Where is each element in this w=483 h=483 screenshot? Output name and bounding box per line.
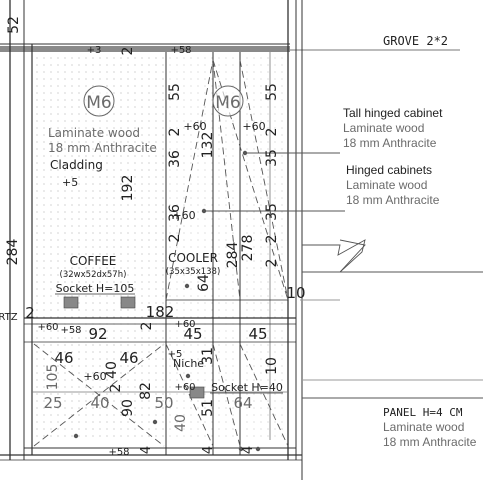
left-finish-label: 18 mm Anthracite xyxy=(48,141,157,155)
dim-d4c: 4 xyxy=(241,446,256,454)
dim-d2d: 2 xyxy=(167,234,183,243)
dim-d50: 50 xyxy=(154,394,173,412)
dim-d35a: 35 xyxy=(264,149,280,167)
socket-icon-left xyxy=(63,296,205,399)
dim-d55a: 55 xyxy=(167,83,183,101)
note-title: PANEL H=4 CM xyxy=(383,406,463,419)
dim-d36b: 36 xyxy=(167,204,183,222)
dim-p60d: +60 xyxy=(174,319,195,330)
dim-d82: 82 xyxy=(138,382,154,400)
dim-d182: 182 xyxy=(146,303,175,321)
dim-p60a: +60 xyxy=(183,120,206,133)
dim-p5: +5 xyxy=(168,349,183,360)
dim-d25: 25 xyxy=(43,394,62,412)
tag-m6-right: M6 xyxy=(212,85,244,117)
dim-d90: 90 xyxy=(120,399,136,417)
dim-d2a: 2 xyxy=(120,47,136,56)
dim-d2b: 2 xyxy=(167,128,183,137)
dim-d4a: 4 xyxy=(139,446,154,454)
door-swing-lines xyxy=(33,59,289,447)
note-tall-hinged-cabinet: Tall hinged cabinet Laminate wood 18 mm … xyxy=(343,106,442,151)
dim-d52: 52 xyxy=(6,16,22,34)
leader-lines xyxy=(204,152,483,399)
cladding-offset-label: +5 xyxy=(62,176,78,189)
dim-p60e: +60 xyxy=(37,322,58,333)
code-label-right: M6 xyxy=(215,93,240,113)
dim-d2i: 2 xyxy=(108,384,124,393)
cooler-size-label: (35x35x138) xyxy=(166,267,221,277)
dim-rtz: RTZ xyxy=(0,312,18,323)
dim-d284: 284 xyxy=(5,239,21,266)
note-title: Tall hinged cabinet xyxy=(343,106,443,120)
dim-d284b: 284 xyxy=(225,242,241,269)
dim-d10a: 10 xyxy=(286,284,305,302)
coffee-label: COFFEE xyxy=(70,254,117,268)
dim-d278: 278 xyxy=(240,235,256,262)
cooler-label: COOLER xyxy=(168,251,218,265)
note-hinged-cabinets: Hinged cabinets Laminate wood 18 mm Anth… xyxy=(346,163,439,208)
dim-d31: 31 xyxy=(200,347,216,365)
code-label-left: M6 xyxy=(86,93,111,113)
dim-d132: 132 xyxy=(200,132,216,159)
left-material-label: Laminate wood xyxy=(48,126,140,140)
dim-d55b: 55 xyxy=(264,83,280,101)
break-line-right xyxy=(302,239,366,273)
top-panel xyxy=(0,46,290,52)
dim-p58b: +58 xyxy=(60,325,81,336)
note-panel: PANEL H=4 CM Laminate wood 18 mm Anthrac… xyxy=(383,405,476,450)
note-material: Laminate wood xyxy=(383,420,465,434)
note-finish: 18 mm Anthracite xyxy=(346,193,440,207)
dim-p60f: +60 xyxy=(83,370,106,383)
dim-d4b: 4 xyxy=(201,446,216,454)
socket-label-center: Socket H=40 xyxy=(211,381,283,394)
dim-p3: +3 xyxy=(87,45,102,56)
dim-d46a: 46 xyxy=(54,349,73,367)
coffee-size-label: (32wx52dx57h) xyxy=(60,270,127,280)
dim-d35b: 35 xyxy=(264,203,280,221)
dimension-labels-vertical: 52 284 2 55 55 192 132 2 36 2 35 36 2 35… xyxy=(5,16,280,454)
dim-d2e: 2 xyxy=(264,235,280,244)
dim-d2f: 2 xyxy=(264,259,280,268)
cladding-label: Cladding xyxy=(50,158,103,172)
dim-d51: 51 xyxy=(200,399,216,417)
dim-d192: 192 xyxy=(120,175,136,202)
dimension-labels-horizontal: +3 +58 +60 +60 +60 10 RTZ 2 182 +60 +60 … xyxy=(0,45,306,458)
marker-dots xyxy=(73,150,261,452)
dim-d2c: 2 xyxy=(264,128,280,137)
dim-d40b: 40 xyxy=(90,394,109,412)
dim-d2h: 2 xyxy=(139,322,155,331)
dim-d10b: 10 xyxy=(264,357,280,375)
note-material: Laminate wood xyxy=(346,178,428,192)
dim-d64b: 64 xyxy=(233,394,252,412)
note-title: Hinged cabinets xyxy=(346,163,433,177)
dim-d64a: 64 xyxy=(196,274,212,292)
left-cabinet-fill xyxy=(32,52,166,442)
dim-d92: 92 xyxy=(88,325,107,343)
tag-m6-left: M6 xyxy=(83,85,115,117)
dim-d40a: 40 xyxy=(104,361,120,379)
dim-d45b: 45 xyxy=(248,325,267,343)
grove-label: GROVE 2*2 xyxy=(383,34,449,48)
dim-d46b: 46 xyxy=(119,349,138,367)
dim-d40c: 40 xyxy=(173,414,189,432)
dim-p60g: +60 xyxy=(174,382,195,393)
note-finish: 18 mm Anthracite xyxy=(383,435,477,449)
dim-d45a: 45 xyxy=(183,325,202,343)
note-finish: 18 mm Anthracite xyxy=(343,136,437,150)
socket-label-left: Socket H=105 xyxy=(56,282,135,295)
dim-d105: 105 xyxy=(45,364,61,391)
note-material: Laminate wood xyxy=(343,121,425,135)
dim-p58c: +58 xyxy=(108,447,129,458)
niche-label: Niche xyxy=(173,357,204,370)
dim-p58a: +58 xyxy=(170,45,191,56)
dim-d2g: 2 xyxy=(25,304,35,322)
frame-lines xyxy=(0,0,303,480)
dim-p60b: +60 xyxy=(242,120,265,133)
dim-p60c: +60 xyxy=(172,209,195,222)
dim-d36a: 36 xyxy=(167,150,183,168)
